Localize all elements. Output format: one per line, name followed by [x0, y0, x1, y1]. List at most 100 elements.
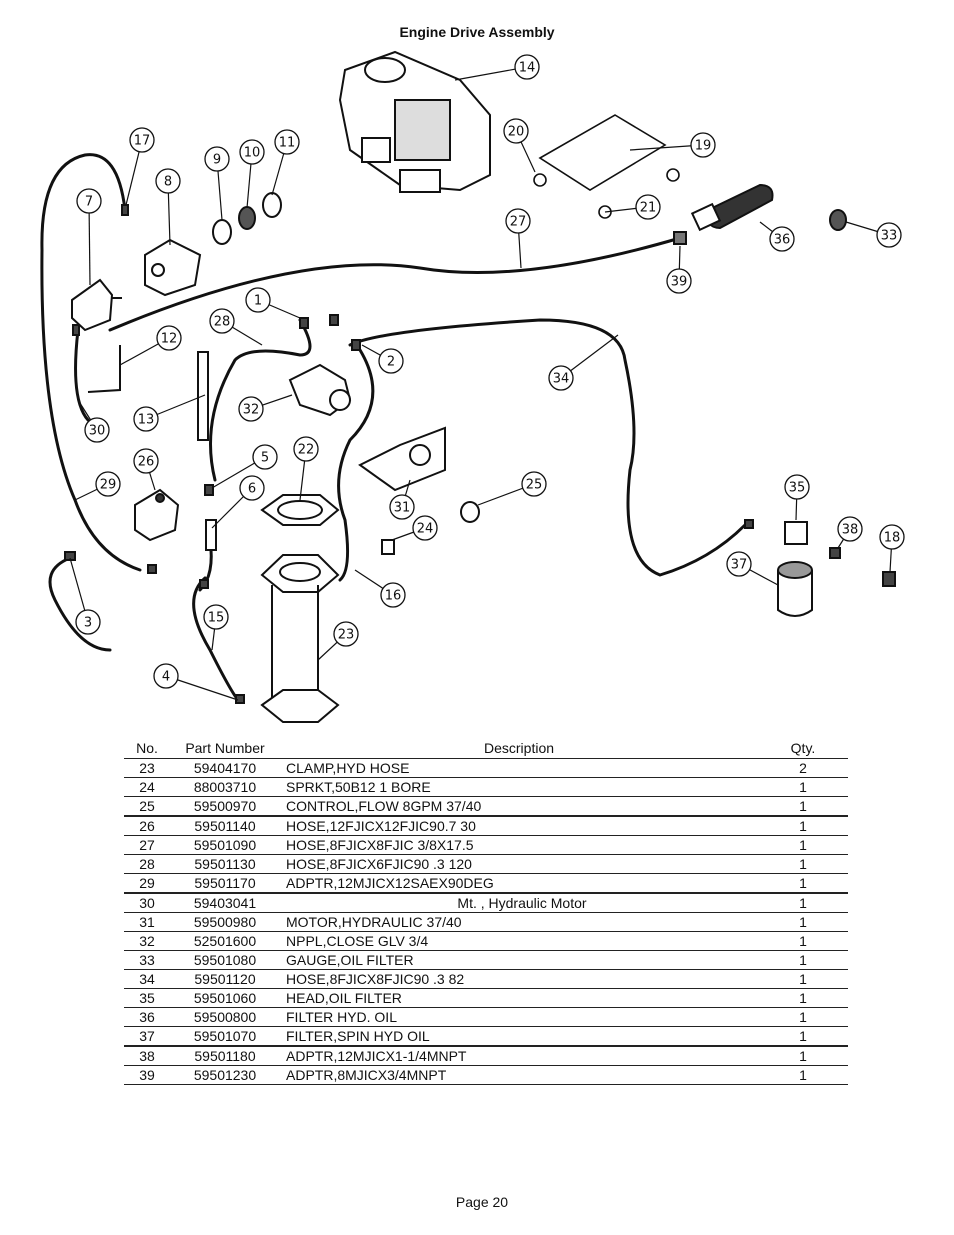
callout-bubble	[380, 582, 406, 608]
cell-no: 28	[124, 854, 170, 874]
callout-label: 14	[519, 61, 536, 76]
callout-label: 24	[417, 522, 434, 537]
callout-label: 28	[214, 315, 231, 330]
cell-part: 59501140	[170, 816, 280, 836]
callout-bubble	[412, 515, 438, 541]
callout-label: 6	[248, 482, 256, 497]
cell-part: 88003710	[170, 777, 280, 797]
callout-bubble	[239, 475, 265, 501]
cell-part: 59501120	[170, 969, 280, 989]
callout-bubble	[238, 396, 264, 422]
cell-no: 25	[124, 796, 170, 817]
cell-no: 27	[124, 835, 170, 855]
cell-no: 24	[124, 777, 170, 797]
callout-bubble	[514, 54, 540, 80]
col-desc-header: Description	[280, 738, 758, 759]
cell-qty: 1	[758, 931, 848, 951]
cell-desc: ADPTR,8MJICX3/4MNPT	[280, 1065, 758, 1085]
cell-no: 36	[124, 1007, 170, 1027]
callout-bubble	[784, 474, 810, 500]
callout-bubble	[156, 325, 182, 351]
cell-part: 59501060	[170, 988, 280, 1008]
spin-filter-37	[777, 561, 813, 617]
cell-part: 59403041	[170, 893, 280, 913]
callout-label: 30	[89, 424, 106, 439]
cell-no: 32	[124, 931, 170, 951]
callout-label: 22	[298, 443, 315, 458]
cell-desc: ADPTR,12MJICX1-1/4MNPT	[280, 1046, 758, 1066]
callout-bubble	[726, 551, 752, 577]
callout-bubble	[153, 663, 179, 689]
callout-bubble	[133, 448, 159, 474]
col-no-header: No.	[124, 738, 170, 759]
brackets-12-13	[87, 345, 209, 441]
callout-bubble	[155, 168, 181, 194]
callout-label: 18	[884, 531, 901, 546]
callout-bubble	[769, 226, 795, 252]
filter-36	[690, 183, 774, 232]
cell-no: 23	[124, 758, 170, 778]
cell-no: 37	[124, 1026, 170, 1047]
callout-label: 2	[387, 355, 395, 370]
callout-bubble	[333, 621, 359, 647]
control-valve-25	[134, 488, 180, 542]
cell-qty: 1	[758, 893, 848, 913]
cell-qty: 1	[758, 1026, 848, 1047]
cell-no: 33	[124, 950, 170, 970]
callout-label: 21	[640, 201, 657, 216]
callout-bubble	[635, 194, 661, 220]
cell-qty: 1	[758, 1007, 848, 1027]
cell-qty: 1	[758, 854, 848, 874]
page-title: Engine Drive Assembly	[399, 24, 555, 40]
callout-bubble	[252, 444, 278, 470]
callout-bubble	[666, 268, 692, 294]
callout-label: 33	[881, 229, 898, 244]
coupler-8	[144, 238, 202, 297]
callout-bubble	[876, 222, 902, 248]
gasket-21	[260, 494, 340, 526]
table-header-row: No. Part Number Description Qty.	[124, 738, 848, 759]
callout-bubble	[133, 406, 159, 432]
cell-desc: MOTOR,HYDRAULIC 37/40	[280, 912, 758, 932]
callout-bubble	[548, 365, 574, 391]
cell-part: 59501130	[170, 854, 280, 874]
callout-bubble	[84, 417, 110, 443]
cell-no: 30	[124, 893, 170, 913]
cell-desc: ADPTR,12MJICX12SAEX90DEG	[280, 873, 758, 894]
col-qty-header: Qty.	[758, 738, 848, 759]
cell-qty: 1	[758, 950, 848, 970]
gauge-33	[829, 209, 847, 231]
cell-qty: 1	[758, 796, 848, 817]
callout-label: 38	[842, 523, 859, 538]
callout-bubble	[293, 436, 319, 462]
callout-label: 3	[84, 616, 92, 631]
adapter-38	[673, 231, 687, 245]
hubs-9-10-11	[212, 192, 282, 245]
cell-desc: FILTER,SPIN HYD OIL	[280, 1026, 758, 1047]
cell-desc: HOSE,12FJICX12FJIC90.7 30	[280, 816, 758, 836]
callout-label: 34	[553, 372, 570, 387]
callout-label: 37	[731, 558, 748, 573]
callout-bubble	[521, 471, 547, 497]
callout-bubble	[274, 129, 300, 155]
callout-label: 19	[695, 139, 712, 154]
callout-label: 9	[213, 153, 221, 168]
page-number: Page 20	[455, 1194, 509, 1210]
callout-label: 26	[138, 455, 155, 470]
cell-desc: HOSE,8FJICX6FJIC90 .3 120	[280, 854, 758, 874]
callout-label: 4	[162, 670, 170, 685]
callout-bubble	[245, 287, 271, 313]
cell-part: 59500980	[170, 912, 280, 932]
callout-label: 12	[161, 332, 178, 347]
